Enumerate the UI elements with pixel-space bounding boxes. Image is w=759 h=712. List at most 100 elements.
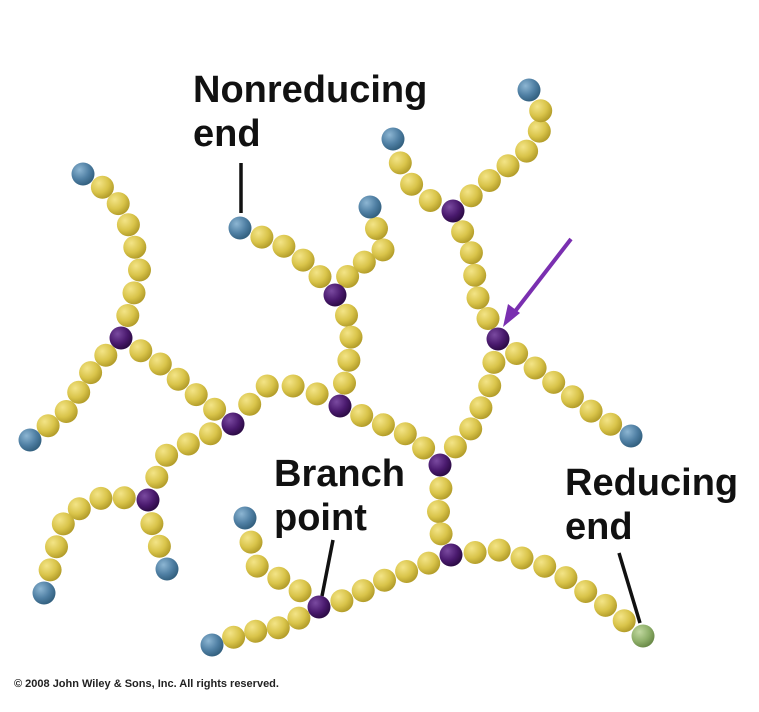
- glucose-residue: [123, 235, 147, 259]
- glucose-residue: [90, 175, 114, 199]
- reducing-end-label-line2: end: [565, 506, 633, 548]
- glucose-residue: [67, 380, 91, 404]
- nonreducing-end-residue: [517, 78, 541, 102]
- glucose-residue: [365, 217, 388, 240]
- glucose-residue: [122, 281, 146, 305]
- glucose-residue: [166, 367, 190, 391]
- glucose-residue: [463, 263, 487, 287]
- glucose-residue: [238, 392, 262, 416]
- nonreducing-end-label-line2: end: [193, 113, 261, 155]
- glucose-residue: [476, 307, 500, 330]
- glucose-residue: [400, 172, 424, 196]
- branch-point-residue: [428, 453, 452, 477]
- glucose-residue: [272, 234, 296, 258]
- glucose-residue: [288, 579, 312, 603]
- glucose-residue: [337, 348, 361, 372]
- glucose-residue: [222, 625, 246, 649]
- nonreducing-end-residue: [228, 216, 252, 240]
- glucose-residue: [147, 534, 171, 558]
- glucose-residue: [129, 339, 153, 363]
- branch-point-residue: [136, 488, 160, 512]
- glucose-residue: [599, 412, 623, 436]
- reducing-end-label: Reducing end: [565, 461, 738, 549]
- glucose-residue: [339, 325, 363, 349]
- glucose-residue: [529, 99, 553, 123]
- glucose-residue: [89, 486, 113, 510]
- nonreducing-end-residue: [71, 162, 95, 186]
- glucose-residue: [487, 538, 511, 562]
- glucose-residue: [533, 554, 557, 578]
- glucose-residue: [418, 189, 442, 212]
- glucose-residue: [466, 286, 490, 310]
- glucose-residue: [305, 382, 329, 406]
- label-leader-lines: [239, 163, 642, 624]
- glucose-residue: [371, 238, 395, 262]
- glucose-residue: [515, 139, 539, 163]
- glucose-residue: [54, 400, 78, 423]
- glucose-residue: [459, 241, 483, 265]
- glucose-residue: [352, 250, 376, 274]
- branch-point-residue: [307, 595, 331, 619]
- glucose-residue: [477, 169, 501, 192]
- glucose-residue: [79, 361, 103, 385]
- glucose-residue: [451, 220, 475, 244]
- branch-point-label-line2: point: [274, 497, 367, 539]
- glucose-residue: [38, 558, 62, 582]
- glucose-residue: [429, 476, 453, 500]
- glucose-residue: [373, 568, 396, 592]
- glucose-residue: [330, 589, 354, 613]
- glucose-residue: [579, 399, 603, 423]
- glucose-residue: [308, 265, 332, 289]
- glucose-residue: [523, 356, 547, 380]
- nonreducing-end-residue: [200, 633, 224, 657]
- glucose-residue: [371, 413, 395, 437]
- glucose-residue: [145, 465, 169, 489]
- branch-indicator-arrow: [503, 237, 573, 327]
- glucose-residue: [267, 566, 291, 590]
- glucose-residue: [36, 414, 60, 438]
- glucose-residue: [255, 374, 279, 398]
- nonreducing-end-residue: [18, 428, 42, 452]
- glucose-residue: [291, 248, 315, 272]
- glucose-residue: [594, 593, 617, 617]
- glucose-residue: [245, 554, 269, 578]
- reducing-end-leader-line: [617, 552, 642, 624]
- branch-point-residue: [441, 199, 465, 223]
- glucose-residue: [388, 151, 412, 175]
- glucose-residue: [412, 436, 436, 460]
- glucose-residue: [203, 397, 227, 421]
- glucose-residue: [239, 530, 263, 554]
- branch-point-label-line1: Branch: [274, 453, 405, 495]
- glucose-residue: [469, 396, 493, 420]
- glucose-residue: [336, 265, 360, 288]
- glucose-residue: [554, 566, 578, 590]
- nonreducing-end-residue: [32, 581, 56, 605]
- branch-point-residue: [221, 412, 245, 436]
- glucose-residue: [417, 551, 441, 575]
- glucose-residue: [148, 352, 172, 376]
- glucose-residue: [427, 500, 450, 523]
- branch-point-label: Branch point: [274, 452, 405, 540]
- glucose-residue: [505, 342, 529, 365]
- glucose-residue: [94, 343, 118, 367]
- glucose-residue: [112, 486, 136, 510]
- glucose-residue: [393, 422, 417, 446]
- glucose-residue: [478, 374, 502, 398]
- glucose-residue: [250, 225, 274, 249]
- nonreducing-end-residue: [619, 424, 643, 448]
- glucose-chains: [36, 99, 636, 649]
- glucose-residue: [482, 350, 506, 374]
- glucose-residue: [244, 619, 268, 643]
- glucose-residue: [395, 560, 419, 583]
- reducing-end-label-line1: Reducing: [565, 462, 739, 504]
- glucose-residue: [199, 422, 222, 446]
- branch-point-residue: [439, 543, 463, 567]
- glucose-residue: [527, 119, 551, 143]
- glucose-residue: [335, 303, 358, 327]
- nonreducing-end-label-line1: Nonreducing: [193, 69, 428, 111]
- glucose-residue: [287, 606, 311, 630]
- glucose-residue: [51, 512, 75, 536]
- nonreducing-end-residue: [381, 127, 405, 151]
- glucose-residue: [510, 546, 534, 570]
